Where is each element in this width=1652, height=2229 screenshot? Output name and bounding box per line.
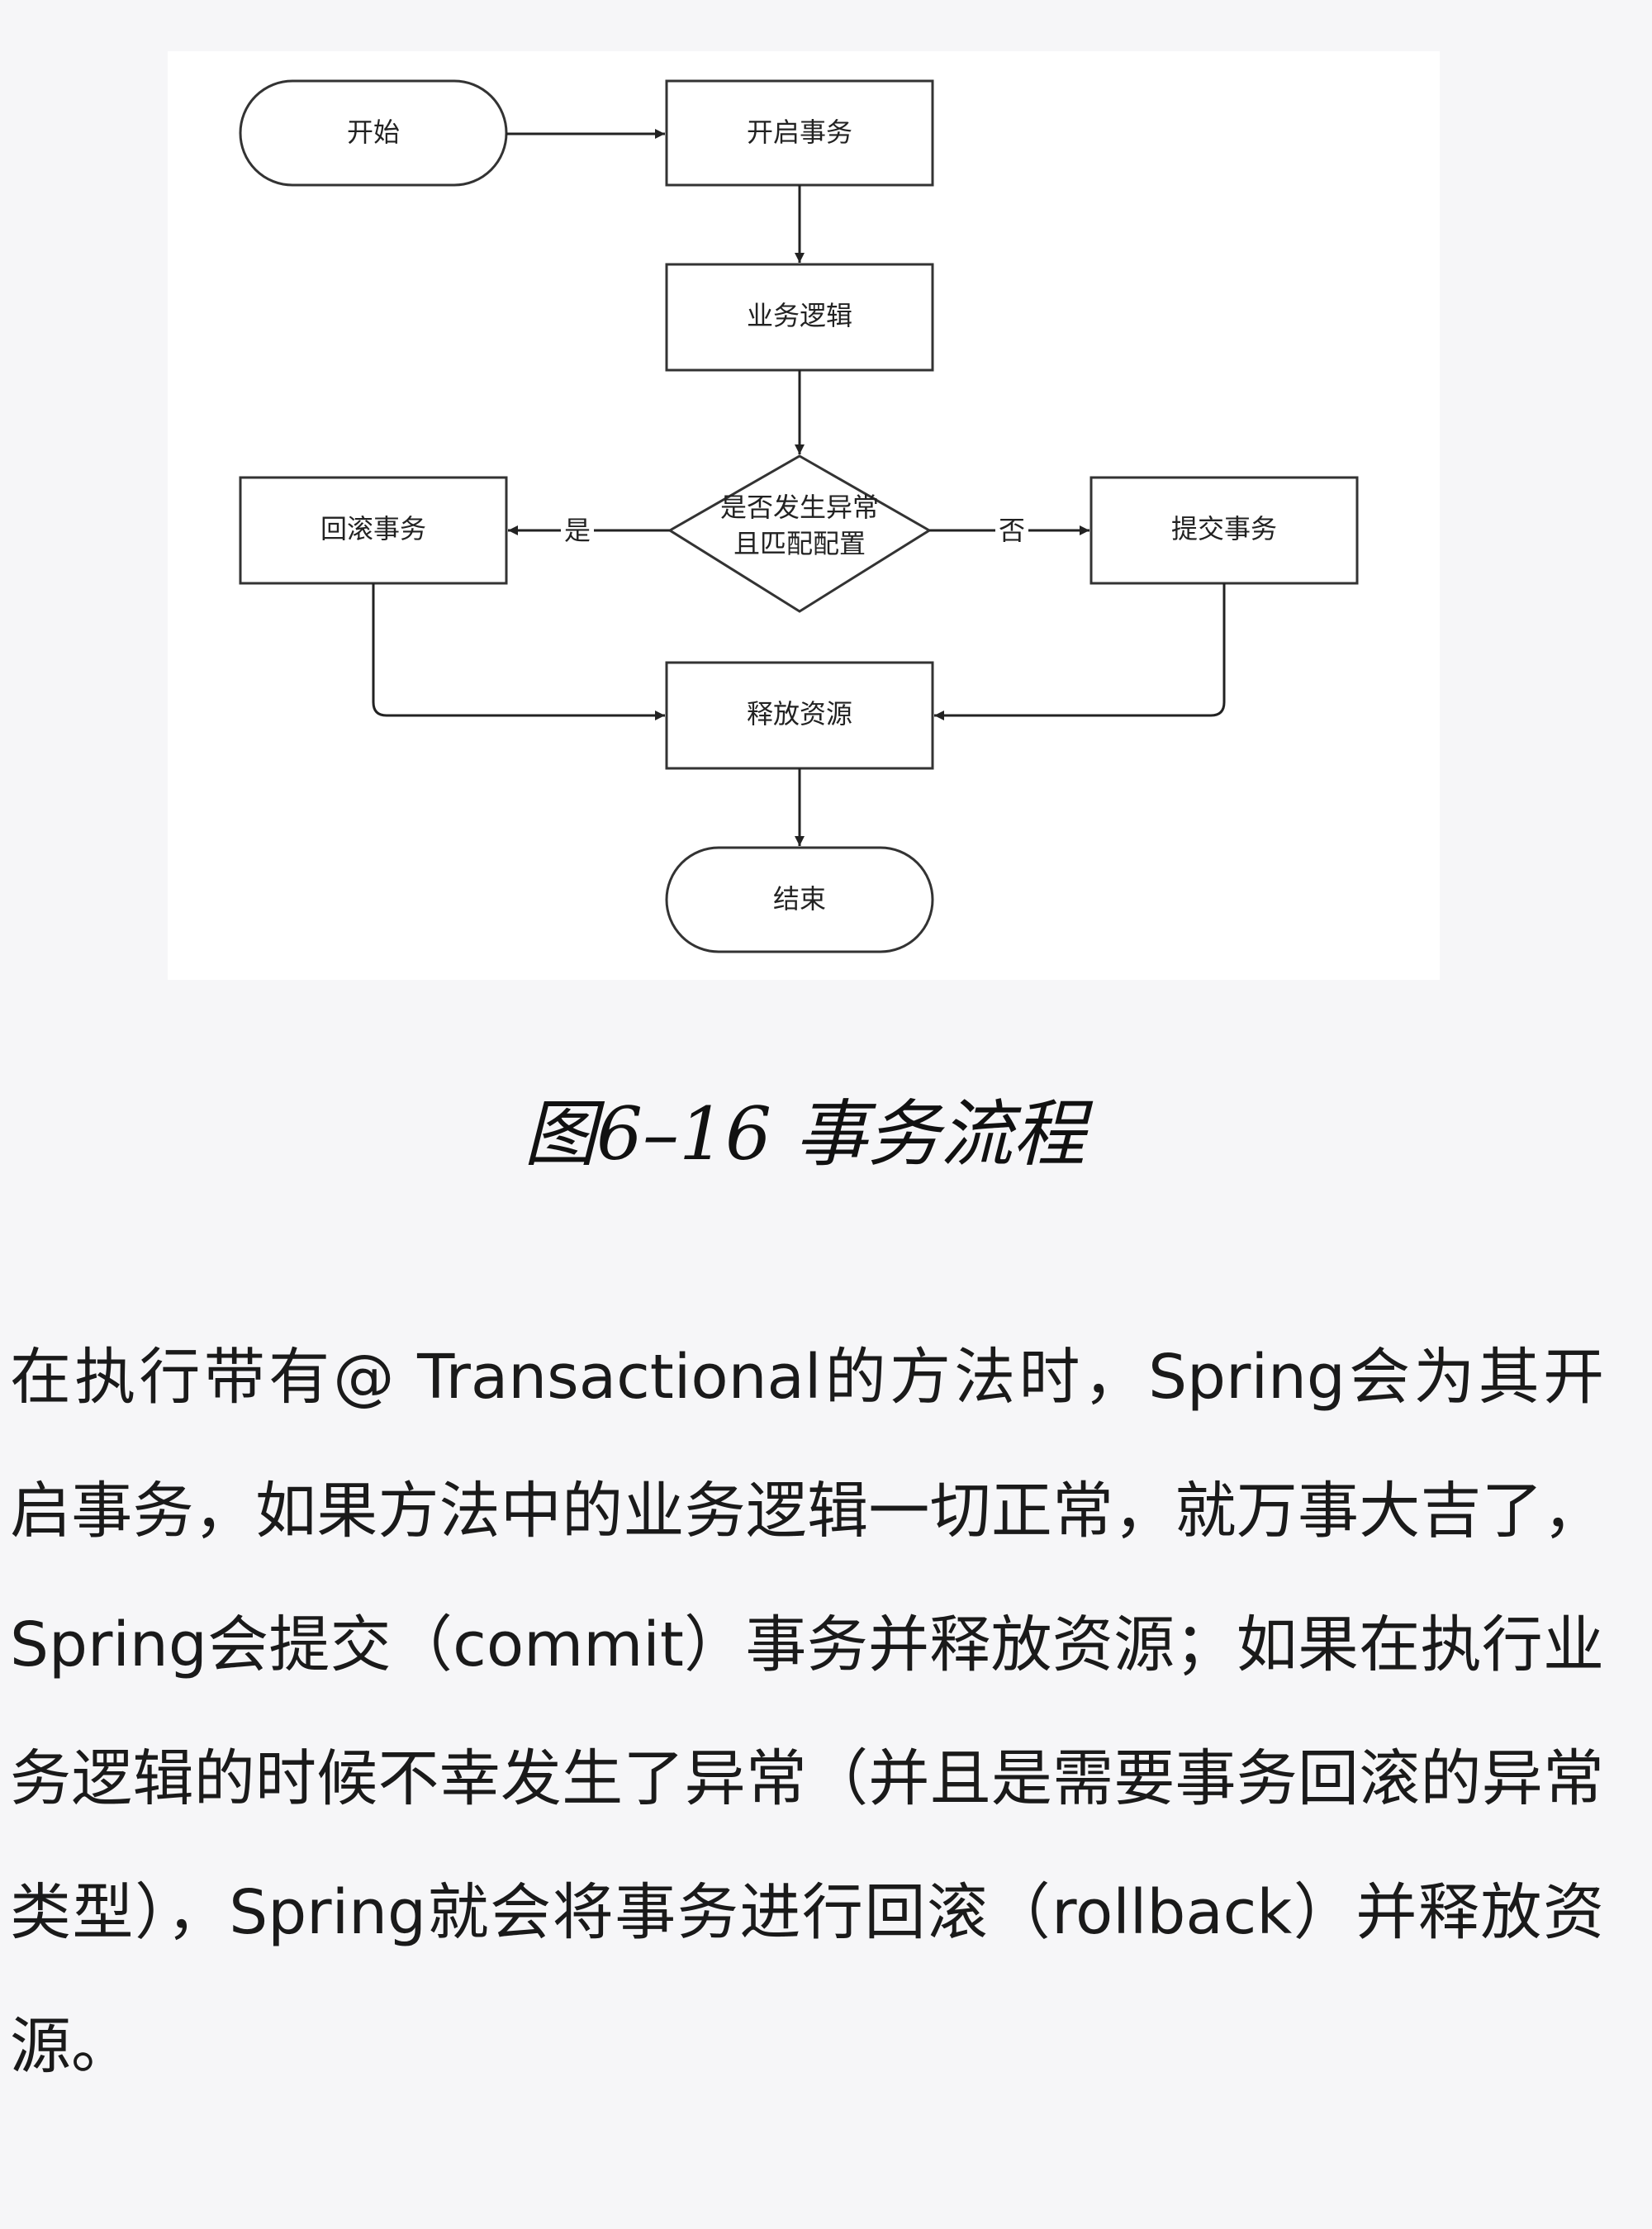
body-paragraph: 在执行带有@ Transactional的方法时，Spring会为其开启事务，如…	[10, 1342, 1604, 2082]
node-end-label: 结束	[773, 883, 826, 915]
flowchart-figure: 开始 开启事务 业务逻辑 是否发生异常 且匹配配置 回滚事务 提交事务	[168, 51, 1440, 980]
node-business-logic-label: 业务逻辑	[747, 300, 852, 331]
edge-label-yes: 是	[564, 515, 591, 546]
edge-commit-to-release	[934, 583, 1226, 720]
node-start: 开始	[239, 79, 508, 187]
figure-caption: 图6–16 事务流程	[524, 1091, 1085, 1176]
node-decision: 是否发生异常 且匹配配置	[667, 454, 932, 613]
node-end: 结束	[665, 846, 934, 953]
node-release-resources-label: 释放资源	[747, 698, 852, 730]
node-open-transaction-label: 开启事务	[747, 116, 852, 148]
node-start-label: 开始	[347, 116, 400, 148]
node-commit-transaction-label: 提交事务	[1171, 513, 1277, 544]
node-decision-label-line1: 是否发生异常	[720, 492, 879, 523]
edge-label-no: 否	[999, 515, 1025, 546]
node-commit-transaction: 提交事务	[1089, 476, 1359, 585]
node-open-transaction: 开启事务	[665, 79, 934, 187]
flowchart-canvas: 开始 开启事务 业务逻辑 是否发生异常 且匹配配置 回滚事务 提交事务	[239, 79, 1359, 953]
node-rollback-transaction-label: 回滚事务	[320, 513, 426, 544]
edge-rollback-to-release	[372, 583, 665, 720]
node-release-resources: 释放资源	[665, 661, 934, 770]
node-rollback-transaction: 回滚事务	[239, 476, 508, 585]
node-business-logic: 业务逻辑	[665, 263, 934, 372]
node-decision-label-line2: 且匹配配置	[733, 528, 866, 559]
